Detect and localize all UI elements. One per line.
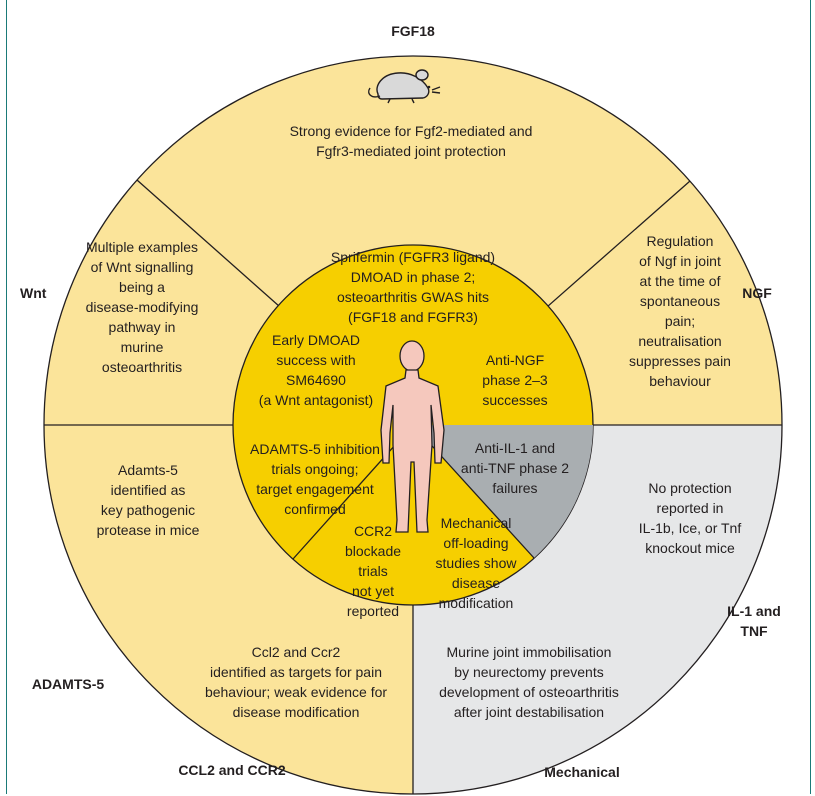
outer-text-wnt-line: being a — [119, 279, 165, 295]
outer-text-adamts5: Adamts-5 identified as key pathogenic prote… — [97, 462, 200, 538]
inner-text-adamts5-line: target engagement — [256, 481, 374, 497]
outer-text-ngf-line: at the time of — [640, 273, 721, 289]
outer-text-fgf18-line: Fgfr3-mediated joint protection — [316, 143, 506, 159]
outer-text-ngf-line: behaviour — [649, 373, 711, 389]
label-il1-tnf-line: IL-1 and — [727, 603, 781, 619]
inner-sector-il1-tnf — [413, 425, 593, 558]
outer-text-ccl2-ccr2-line: behaviour; weak evidence for — [205, 684, 387, 700]
outer-text-ngf: Regulation of Ngf in joint at the time of s… — [629, 233, 731, 389]
inner-text-ccl2-ccr2-line: blockade — [345, 543, 401, 559]
inner-divider-mechanical — [412, 424, 535, 559]
inner-text-fgf18-line: Sprifermin (FGFR3 ligand) — [331, 249, 495, 265]
label-wnt: Wnt — [20, 285, 47, 301]
inner-text-fgf18: Sprifermin (FGFR3 ligand) DMOAD in phase … — [331, 249, 495, 325]
inner-text-adamts5-line: ADAMTS-5 inhibition — [250, 441, 380, 457]
outer-text-il1-tnf-line: reported in — [657, 500, 724, 516]
outer-text-mechanical-line: after joint destabilisation — [454, 704, 604, 720]
outer-text-wnt-line: murine — [121, 339, 164, 355]
outer-text-ngf-line: Regulation — [647, 233, 714, 249]
outer-text-adamts5-line: key pathogenic — [101, 502, 195, 518]
outer-text-ngf-line: neutralisation — [638, 333, 721, 349]
outer-text-wnt-line: pathway in — [109, 319, 176, 335]
inner-text-adamts5: ADAMTS-5 inhibition trials ongoing; target… — [250, 441, 380, 517]
inner-text-mechanical-line: Mechanical — [441, 515, 512, 531]
mouse-icon — [368, 69, 441, 104]
outer-text-il1-tnf-line: knockout mice — [645, 540, 735, 556]
inner-text-adamts5-line: trials ongoing; — [271, 461, 358, 477]
inner-text-ccl2-ccr2-line: trials — [358, 563, 388, 579]
label-il1-tnf-line: TNF — [740, 623, 768, 639]
inner-text-wnt-line: success with — [276, 352, 355, 368]
inner-text-ccl2-ccr2-line: reported — [347, 603, 399, 619]
outer-text-wnt-line: osteoarthritis — [102, 359, 182, 375]
inner-text-mechanical-line: disease — [452, 575, 500, 591]
outer-text-il1-tnf-line: No protection — [648, 480, 731, 496]
outer-text-wnt: Multiple examples of Wnt signalling being … — [86, 239, 199, 375]
inner-text-ngf-line: phase 2–3 — [482, 372, 548, 388]
outer-text-mechanical-line: development of osteoarthritis — [439, 684, 619, 700]
outer-text-il1-tnf: No protection reported in IL-1b, Ice, or T… — [639, 480, 742, 556]
label-ccl2-ccr2: CCL2 and CCR2 — [178, 762, 286, 778]
inner-text-ccl2-ccr2-line: CCR2 — [354, 523, 392, 539]
inner-text-wnt-line: Early DMOAD — [272, 332, 360, 348]
inner-text-adamts5-line: confirmed — [284, 501, 345, 517]
inner-text-ngf: Anti-NGF phase 2–3 successes — [482, 352, 548, 408]
outer-text-ngf-line: suppresses pain — [629, 353, 731, 369]
outer-text-ccl2-ccr2-line: Ccl2 and Ccr2 — [252, 644, 341, 660]
inner-text-wnt-line: (a Wnt antagonist) — [259, 392, 373, 408]
label-mechanical: Mechanical — [544, 764, 619, 780]
inner-text-mechanical: Mechanical off-loading studies show disease… — [436, 515, 518, 611]
outer-text-mechanical-line: by neurectomy prevents — [454, 664, 603, 680]
outer-text-adamts5-line: protease in mice — [97, 522, 200, 538]
outer-text-ngf-line: pain; — [665, 313, 695, 329]
inner-text-il1-tnf-line: failures — [492, 480, 537, 496]
outer-text-wnt-line: disease-modifying — [86, 299, 199, 315]
inner-text-ngf-line: successes — [482, 392, 547, 408]
inner-text-wnt-line: SM64690 — [286, 372, 346, 388]
outer-sector-fgf18 — [137, 55, 690, 425]
outer-text-il1-tnf-line: IL-1b, Ice, or Tnf — [639, 520, 742, 536]
figure-frame — [6, 0, 811, 794]
inner-text-il1-tnf: Anti-IL-1 and anti-TNF phase 2 failures — [461, 440, 569, 496]
outer-text-adamts5-line: Adamts-5 — [118, 462, 178, 478]
outer-text-mechanical-line: Murine joint immobilisation — [447, 644, 612, 660]
outer-text-wnt-line: Multiple examples — [86, 239, 198, 255]
label-fgf18: FGF18 — [391, 23, 435, 39]
outer-text-ccl2-ccr2: Ccl2 and Ccr2 identified as targets for p… — [205, 644, 387, 720]
inner-text-ccl2-ccr2: CCR2 blockade trials not yet reported — [345, 523, 401, 619]
outer-text-mechanical: Murine joint immobilisation by neurectomy… — [439, 644, 619, 720]
inner-text-il1-tnf-line: anti-TNF phase 2 — [461, 460, 569, 476]
outer-text-wnt-line: of Wnt signalling — [91, 259, 194, 275]
label-ngf: NGF — [742, 285, 772, 301]
label-adamts5: ADAMTS-5 — [32, 676, 105, 692]
outer-text-ccl2-ccr2-line: disease modification — [233, 704, 360, 720]
inner-text-il1-tnf-line: Anti-IL-1 and — [475, 440, 555, 456]
inner-text-fgf18-line: DMOAD in phase 2; — [351, 269, 476, 285]
outer-text-adamts5-line: identified as — [111, 482, 186, 498]
outer-circle-outline — [43, 55, 783, 795]
inner-text-ccl2-ccr2-line: not yet — [352, 583, 394, 599]
inner-text-mechanical-line: studies show — [436, 555, 518, 571]
inner-text-mechanical-line: modification — [439, 595, 514, 611]
outer-text-ngf-line: of Ngf in joint — [639, 253, 721, 269]
outer-text-fgf18-line: Strong evidence for Fgf2-mediated and — [290, 123, 533, 139]
outer-text-ccl2-ccr2-line: identified as targets for pain — [210, 664, 382, 680]
human-figure-icon — [380, 340, 445, 533]
inner-text-mechanical-line: off-loading — [443, 535, 508, 551]
inner-text-ngf-line: Anti-NGF — [486, 352, 544, 368]
outer-text-ngf-line: spontaneous — [640, 293, 720, 309]
inner-text-fgf18-line: (FGF18 and FGFR3) — [348, 309, 478, 325]
inner-text-fgf18-line: osteoarthritis GWAS hits — [337, 289, 489, 305]
